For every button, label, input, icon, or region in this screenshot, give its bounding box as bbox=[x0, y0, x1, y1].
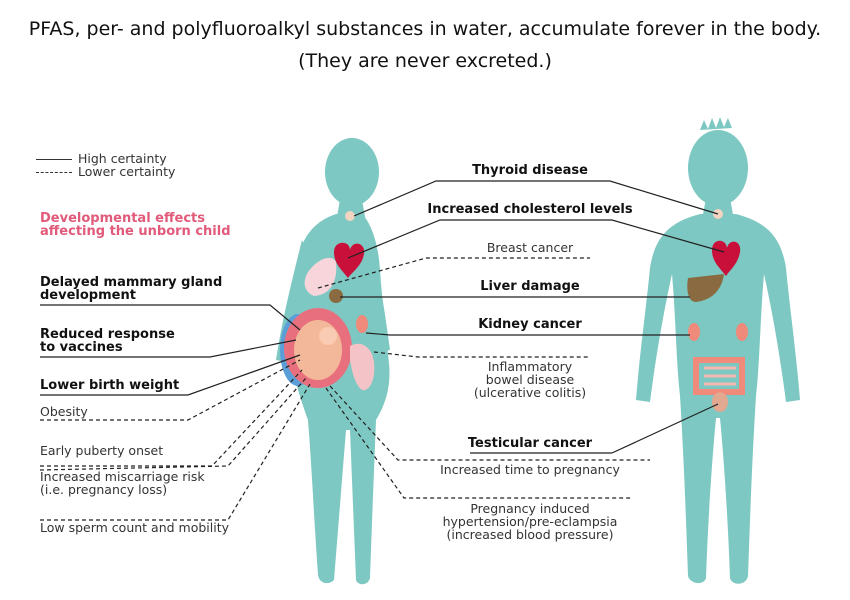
legend-high-certainty: High certainty bbox=[78, 151, 167, 166]
label-hypertension: Pregnancy induced hypertension/pre-eclam… bbox=[442, 501, 618, 542]
label-birth-weight: Lower birth weight bbox=[40, 378, 180, 393]
testicle-icon bbox=[712, 392, 728, 412]
intestine-icon bbox=[693, 357, 745, 395]
male-kidney-left-icon bbox=[688, 323, 700, 341]
female-heart-icon bbox=[334, 242, 365, 278]
label-developmental-effects: Developmental effects affecting the unbo… bbox=[40, 211, 231, 239]
label-liver-damage: Liver damage bbox=[480, 279, 580, 294]
male-heart-icon bbox=[712, 240, 741, 276]
female-liver-icon bbox=[329, 289, 343, 303]
legend-solid-line bbox=[36, 159, 72, 160]
label-miscarriage: Increased miscarriage risk (i.e. pregnan… bbox=[40, 469, 205, 497]
male-kidney-right-icon bbox=[736, 323, 748, 341]
male-body bbox=[636, 117, 800, 584]
legend-lower-certainty: Lower certainty bbox=[78, 164, 176, 179]
title-line-2: (They are never excreted.) bbox=[298, 50, 552, 72]
female-organs bbox=[280, 211, 375, 391]
label-cholesterol: Increased cholesterol levels bbox=[427, 202, 633, 217]
female-body bbox=[276, 138, 390, 585]
male-organs bbox=[687, 209, 748, 412]
female-kidney-icon bbox=[356, 315, 368, 333]
connectors-dashed bbox=[39, 257, 650, 521]
label-ibd: Inflammatory bowel disease (ulcerative c… bbox=[473, 359, 587, 400]
label-thyroid-disease: Thyroid disease bbox=[472, 163, 588, 178]
male-liver-icon bbox=[687, 274, 724, 302]
breast-icon bbox=[304, 257, 337, 296]
label-time-to-pregnancy: Increased time to pregnancy bbox=[440, 462, 620, 477]
label-mammary-gland: Delayed mammary gland development bbox=[40, 275, 223, 303]
connectors-solid bbox=[40, 180, 725, 454]
label-kidney-cancer: Kidney cancer bbox=[478, 317, 582, 332]
title-line-1: PFAS, per- and polyfluoroalkyl substance… bbox=[28, 18, 822, 40]
label-testicular-cancer: Testicular cancer bbox=[467, 436, 593, 451]
label-sperm-count: Low sperm count and mobility bbox=[40, 520, 230, 535]
label-early-puberty: Early puberty onset bbox=[40, 443, 164, 458]
placenta-icon bbox=[350, 343, 375, 391]
label-obesity: Obesity bbox=[40, 404, 88, 419]
female-thyroid-icon bbox=[345, 211, 355, 221]
legend-dashed-line bbox=[36, 172, 72, 173]
label-breast-cancer: Breast cancer bbox=[486, 240, 574, 255]
label-vaccine-response: Reduced response to vaccines bbox=[40, 327, 175, 355]
